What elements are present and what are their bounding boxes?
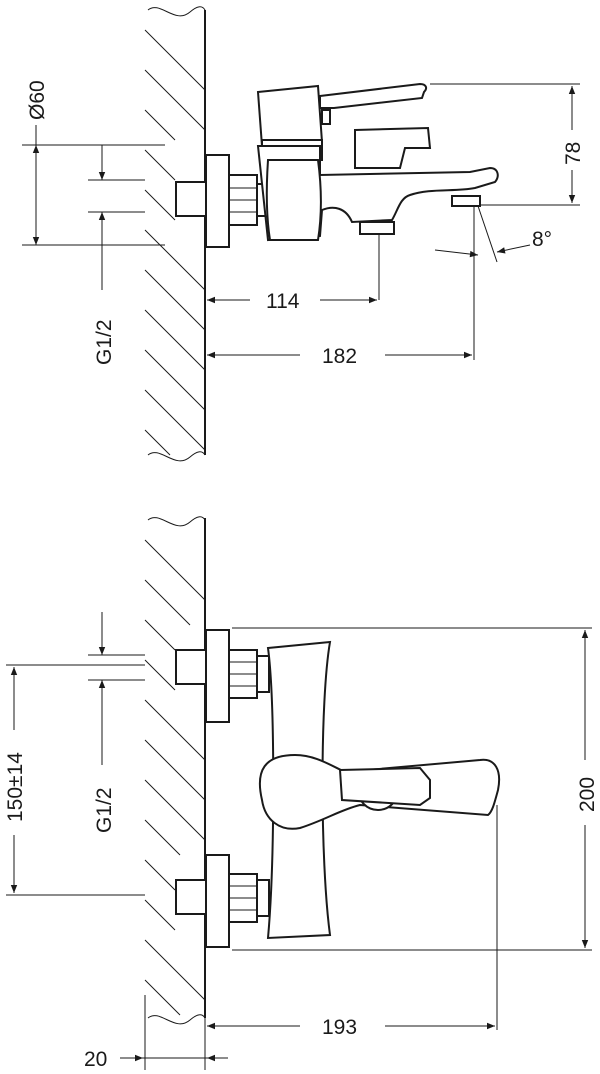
- height-label-front: 200: [576, 777, 599, 812]
- wall-hatching-bottom: [144, 539, 206, 1016]
- dimension-thread-front: G1/2: [88, 612, 145, 833]
- dimension-total-projection: 182: [207, 206, 475, 368]
- diverter-knob: [354, 126, 432, 169]
- total-projection-label: 182: [322, 345, 357, 368]
- lower-rosette: [205, 854, 230, 948]
- faucet-front-body: [175, 629, 500, 948]
- mixer-cap: [256, 84, 324, 148]
- dimension-projection-front: 193: [207, 805, 498, 1039]
- wall-section-top: [144, 6, 206, 462]
- hand-shower-outlet: [359, 221, 395, 235]
- spout-aerator: [451, 195, 481, 207]
- lower-eccentric: [175, 879, 207, 915]
- wall-section-bottom: [144, 516, 206, 1025]
- dimension-outlet-distance: 114: [207, 234, 380, 313]
- eccentric-fitting: [175, 181, 207, 217]
- center-distance-label: 150±14: [4, 752, 27, 822]
- dimension-thread-side: G1/2: [88, 145, 145, 365]
- angle-label: 8°: [532, 228, 552, 251]
- dimension-diameter: Ø60: [22, 80, 165, 246]
- dimension-wall-offset: 20: [84, 995, 228, 1071]
- dimension-angle: 8°: [434, 205, 552, 263]
- projection-label-front: 193: [322, 1016, 357, 1039]
- side-view: Ø60 G1/2 78 114: [22, 6, 585, 462]
- front-view: 150±14 G1/2 200 193: [4, 516, 599, 1071]
- height-label-side: 78: [562, 142, 585, 165]
- diameter-label: Ø60: [26, 80, 49, 120]
- outlet-distance-label: 114: [266, 290, 300, 313]
- rosette: [205, 154, 230, 248]
- wall-offset-label: 20: [84, 1048, 107, 1071]
- faucet-side-body: [175, 82, 499, 248]
- thread-label-side: G1/2: [93, 319, 116, 365]
- dimension-height-side: 78: [430, 83, 585, 206]
- dimension-height-front: 200: [232, 627, 599, 951]
- upper-eccentric: [175, 649, 207, 685]
- thread-label-front: G1/2: [93, 787, 116, 833]
- upper-rosette: [205, 629, 230, 723]
- dimension-center-distance: 150±14: [4, 664, 145, 896]
- handle-lever: [319, 82, 428, 109]
- wall-hatching-top: [144, 29, 206, 456]
